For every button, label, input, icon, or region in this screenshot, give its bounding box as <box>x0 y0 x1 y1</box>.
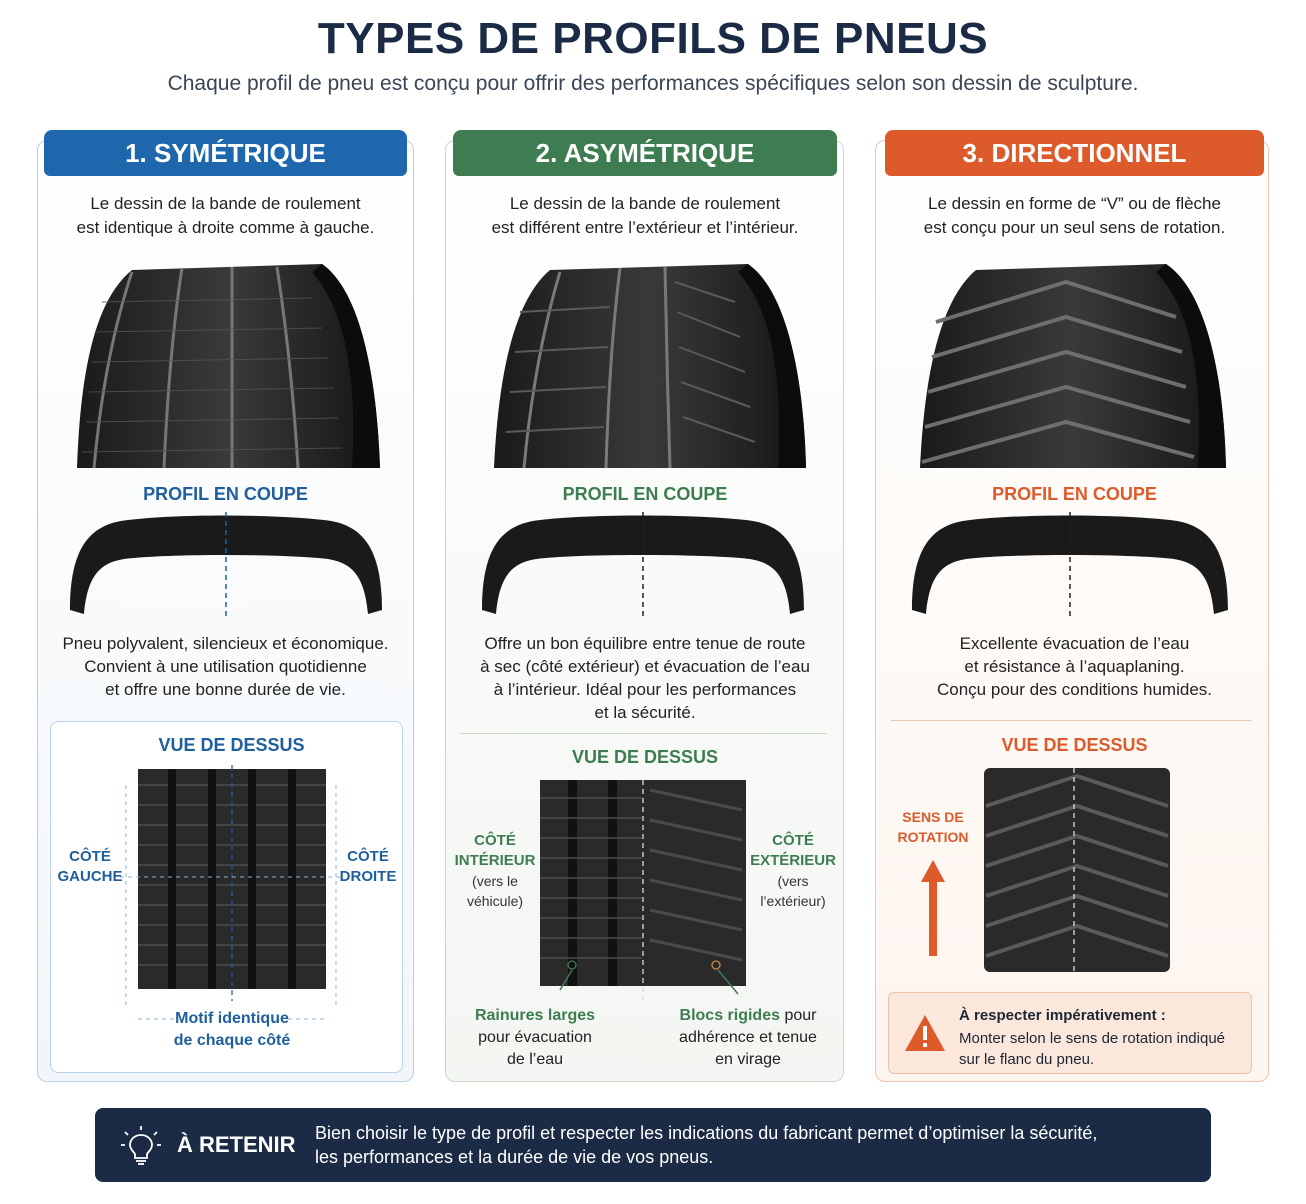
divider-asymetrique <box>460 733 827 734</box>
body-line: et offre une bonne durée de vie. <box>105 680 346 699</box>
label-sub-line: l’extérieur) <box>760 893 826 909</box>
label-sub-line: (vers le <box>472 873 518 889</box>
label-sub-line: véhicule) <box>466 893 524 909</box>
label-line: SENS DE <box>902 809 964 825</box>
warning-title: À respecter impérativement : <box>959 1007 1166 1024</box>
note-line: de l’eau <box>506 1051 564 1068</box>
warning-icon <box>905 1015 945 1051</box>
body-line: Conçu pour des conditions humides. <box>937 680 1212 699</box>
top-view-label-directionnel: VUE DE DESSUS <box>1001 735 1148 755</box>
body-line: et résistance à l’aquaplaning. <box>964 657 1185 676</box>
desc-line: Le dessin en forme de “V” ou de flèche <box>928 194 1221 213</box>
desc-asymetrique: Le dessin de la bande de roulement est d… <box>453 192 837 240</box>
label-line: CÔTÉ <box>772 832 814 849</box>
label-line: CÔTÉ <box>347 848 389 865</box>
right-side-label-asymetrique: CÔTÉ EXTÉRIEUR (vers l’extérieur) <box>750 831 836 911</box>
top-view-tread-symetrique <box>120 765 342 1020</box>
header-asymetrique: 2. ASYMÉTRIQUE <box>453 130 837 176</box>
desc-symetrique: Le dessin de la bande de roulement est i… <box>44 192 407 240</box>
caption-line: Motif identique <box>175 1010 289 1027</box>
label-line: DROITE <box>339 868 397 885</box>
cross-section-directionnel <box>912 512 1228 618</box>
note-blocks: Blocs rigides pour adhérence et tenue en… <box>672 1005 824 1071</box>
note-line: Rainures larges <box>474 1007 596 1024</box>
body-line: Pneu polyvalent, silencieux et économiqu… <box>62 634 389 653</box>
top-view-tread-asymetrique <box>540 780 746 1000</box>
body-line: Convient à une utilisation quotidienne <box>84 657 367 676</box>
right-side-label-symetrique: CÔTÉ DROITE <box>334 847 402 887</box>
left-side-label-symetrique: CÔTÉ GAUCHE <box>56 847 124 887</box>
label-line: ROTATION <box>897 829 969 845</box>
tire-image-directionnel <box>920 264 1226 468</box>
caption-line: de chaque côté <box>173 1032 291 1049</box>
footer-text: Bien choisir le type de profil et respec… <box>315 1121 1175 1169</box>
footer-line: Bien choisir le type de profil et respec… <box>315 1123 1098 1143</box>
cross-section-asymetrique <box>482 512 804 618</box>
desc-line: est différent entre l’extérieur et l’int… <box>491 218 799 237</box>
body-line: à l’intérieur. Idéal pour les performanc… <box>493 680 797 699</box>
caption-symetrique: Motif identique de chaque côté <box>152 1008 312 1052</box>
body-asymetrique: Offre un bon équilibre entre tenue de ro… <box>453 632 837 724</box>
header-directionnel: 3. DIRECTIONNEL <box>885 130 1264 176</box>
body-directionnel: Excellente évacuation de l’eau et résist… <box>885 632 1264 701</box>
header-symetrique: 1. SYMÉTRIQUE <box>44 130 407 176</box>
arrow-up-icon <box>921 860 945 956</box>
label-line: CÔTÉ <box>69 848 111 865</box>
page-title: TYPES DE PROFILS DE PNEUS <box>317 14 989 63</box>
tire-image-asymetrique <box>494 264 806 468</box>
label-line: GAUCHE <box>57 868 123 885</box>
body-line: Excellente évacuation de l’eau <box>959 634 1190 653</box>
desc-directionnel: Le dessin en forme de “V” ou de flèche e… <box>885 192 1264 240</box>
note-line: adhérence et tenue <box>679 1029 817 1046</box>
note-line: pour évacuation <box>478 1029 592 1046</box>
desc-line: est conçu pour un seul sens de rotation. <box>923 218 1226 237</box>
warning-text: Monter selon le sens de rotation indiqué… <box>959 1030 1226 1068</box>
top-view-tread-directionnel <box>984 768 1170 972</box>
page-subtitle: Chaque profil de pneu est conçu pour off… <box>167 72 1139 95</box>
note-emphasis: Blocs rigides <box>679 1007 780 1024</box>
footer-label: À RETENIR <box>177 1132 296 1157</box>
cross-section-symetrique <box>70 512 382 618</box>
warning-box: À respecter impérativement : Monter selo… <box>888 992 1252 1074</box>
desc-line: est identique à droite comme à gauche. <box>76 218 375 237</box>
label-line: CÔTÉ <box>474 832 516 849</box>
note-line: Blocs rigides pour <box>672 1005 824 1027</box>
left-side-label-asymetrique: CÔTÉ INTÉRIEUR (vers le véhicule) <box>452 831 538 911</box>
divider-directionnel <box>891 720 1251 721</box>
top-view-label-asymetrique: VUE DE DESSUS <box>571 747 719 767</box>
lightbulb-icon <box>121 1126 161 1165</box>
label-line: INTÉRIEUR <box>454 852 536 869</box>
footer-line: les performances et la durée de vie de v… <box>315 1147 714 1167</box>
tire-image-symetrique <box>77 264 380 468</box>
desc-line: Le dessin de la bande de roulement <box>509 194 781 213</box>
profile-label-symetrique: PROFIL EN COUPE <box>143 484 308 504</box>
label-sub-line: (vers <box>777 873 809 889</box>
note-line: en virage <box>715 1051 781 1068</box>
rotation-label: SENS DE ROTATION <box>892 807 974 847</box>
body-line: à sec (côté extérieur) et évacuation de … <box>480 657 810 676</box>
profile-label-asymetrique: PROFIL EN COUPE <box>562 484 728 504</box>
label-line: EXTÉRIEUR <box>750 852 836 869</box>
note-rest: pour <box>780 1007 817 1024</box>
top-view-label-symetrique: VUE DE DESSUS <box>158 735 305 755</box>
body-line: et la sécurité. <box>594 703 696 722</box>
profile-label-directionnel: PROFIL EN COUPE <box>992 484 1157 504</box>
note-grooves: Rainures larges pour évacuation de l’eau <box>460 1005 610 1071</box>
desc-line: Le dessin de la bande de roulement <box>90 194 361 213</box>
body-line: Offre un bon équilibre entre tenue de ro… <box>484 634 806 653</box>
footer-banner: À RETENIR Bien choisir le type de profil… <box>95 1108 1211 1182</box>
body-symetrique: Pneu polyvalent, silencieux et économiqu… <box>44 632 407 701</box>
